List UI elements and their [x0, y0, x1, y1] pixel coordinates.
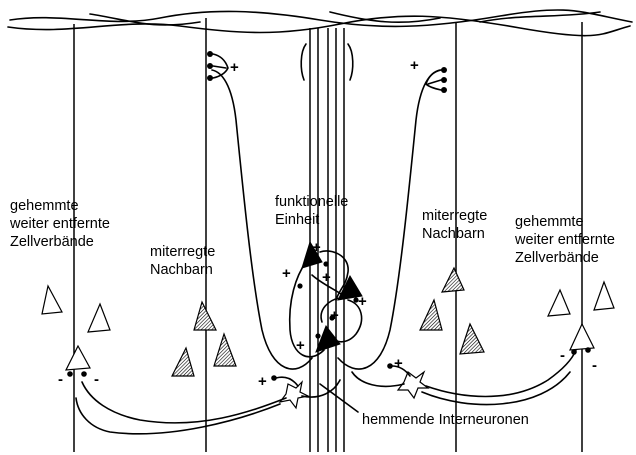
interneuron-left — [280, 382, 308, 408]
plus-sign: + — [296, 337, 305, 354]
label-left-inhibited-line-2: weiter entfernte — [9, 216, 110, 232]
label-right-coexcited: miterregte Nachbarn — [422, 208, 487, 242]
label-center-unit: funktionelle Einheit — [275, 194, 348, 228]
label-right-coexcited-line-2: Nachbarn — [422, 226, 485, 242]
label-left-inhibited-line-1: gehemmte — [10, 198, 79, 214]
label-left-coexcited-line-2: Nachbarn — [150, 262, 213, 278]
pyramidal-cell-hatched-4 — [442, 268, 464, 292]
pyramidal-cell-open-3 — [66, 346, 90, 370]
plus-sign: + — [358, 293, 367, 310]
plus-sign: + — [230, 59, 239, 76]
plus-sign: + — [330, 307, 339, 324]
label-interneurons: hemmende Interneuronen — [362, 412, 529, 428]
label-right-inhibited-line-3: Zellverbände — [515, 250, 599, 266]
pyramidal-cell-open-2 — [88, 304, 110, 332]
label-right-inhibited: gehemmte weiter entfernte Zellverbände — [514, 214, 615, 266]
label-center-unit-line-2: Einheit — [275, 212, 319, 228]
label-left-inhibited-line-3: Zellverbände — [10, 234, 94, 250]
label-left-coexcited-line-1: miterregte — [150, 244, 215, 260]
pyramidal-cell-open-4 — [548, 290, 570, 316]
label-right-inhibited-line-2: weiter entfernte — [514, 232, 615, 248]
plus-sign: + — [394, 355, 403, 372]
vertical-fibers — [74, 18, 582, 452]
plus-sign: + — [282, 265, 291, 282]
plus-sign: + — [258, 373, 267, 390]
pyramidal-cell-hatched-2 — [172, 348, 194, 376]
plus-sign: + — [322, 269, 331, 286]
plus-sign: + — [410, 57, 419, 74]
pyramidal-cell-hatched-5 — [420, 300, 442, 330]
pyramidal-cell-hatched-3 — [214, 334, 236, 366]
minus-sign: - — [94, 371, 99, 388]
pyramidal-cell-open-5 — [594, 282, 614, 310]
minus-sign: - — [592, 357, 597, 374]
pyramidal-cell-hatched-6 — [460, 324, 484, 354]
label-center-unit-line-1: funktionelle — [275, 194, 348, 210]
minus-sign: - — [58, 371, 63, 388]
minus-sign: - — [560, 347, 565, 364]
pyramidal-cell-hatched-1 — [194, 302, 216, 330]
label-right-inhibited-line-1: gehemmte — [515, 214, 584, 230]
surface-fibers — [8, 10, 632, 36]
label-right-coexcited-line-1: miterregte — [422, 208, 487, 224]
pyramidal-cell-open-1 — [42, 286, 62, 314]
plus-sign: + — [312, 239, 321, 256]
pyramidal-cell-open-6 — [570, 324, 594, 350]
label-left-inhibited: gehemmte weiter entfernte Zellverbände — [9, 198, 110, 250]
